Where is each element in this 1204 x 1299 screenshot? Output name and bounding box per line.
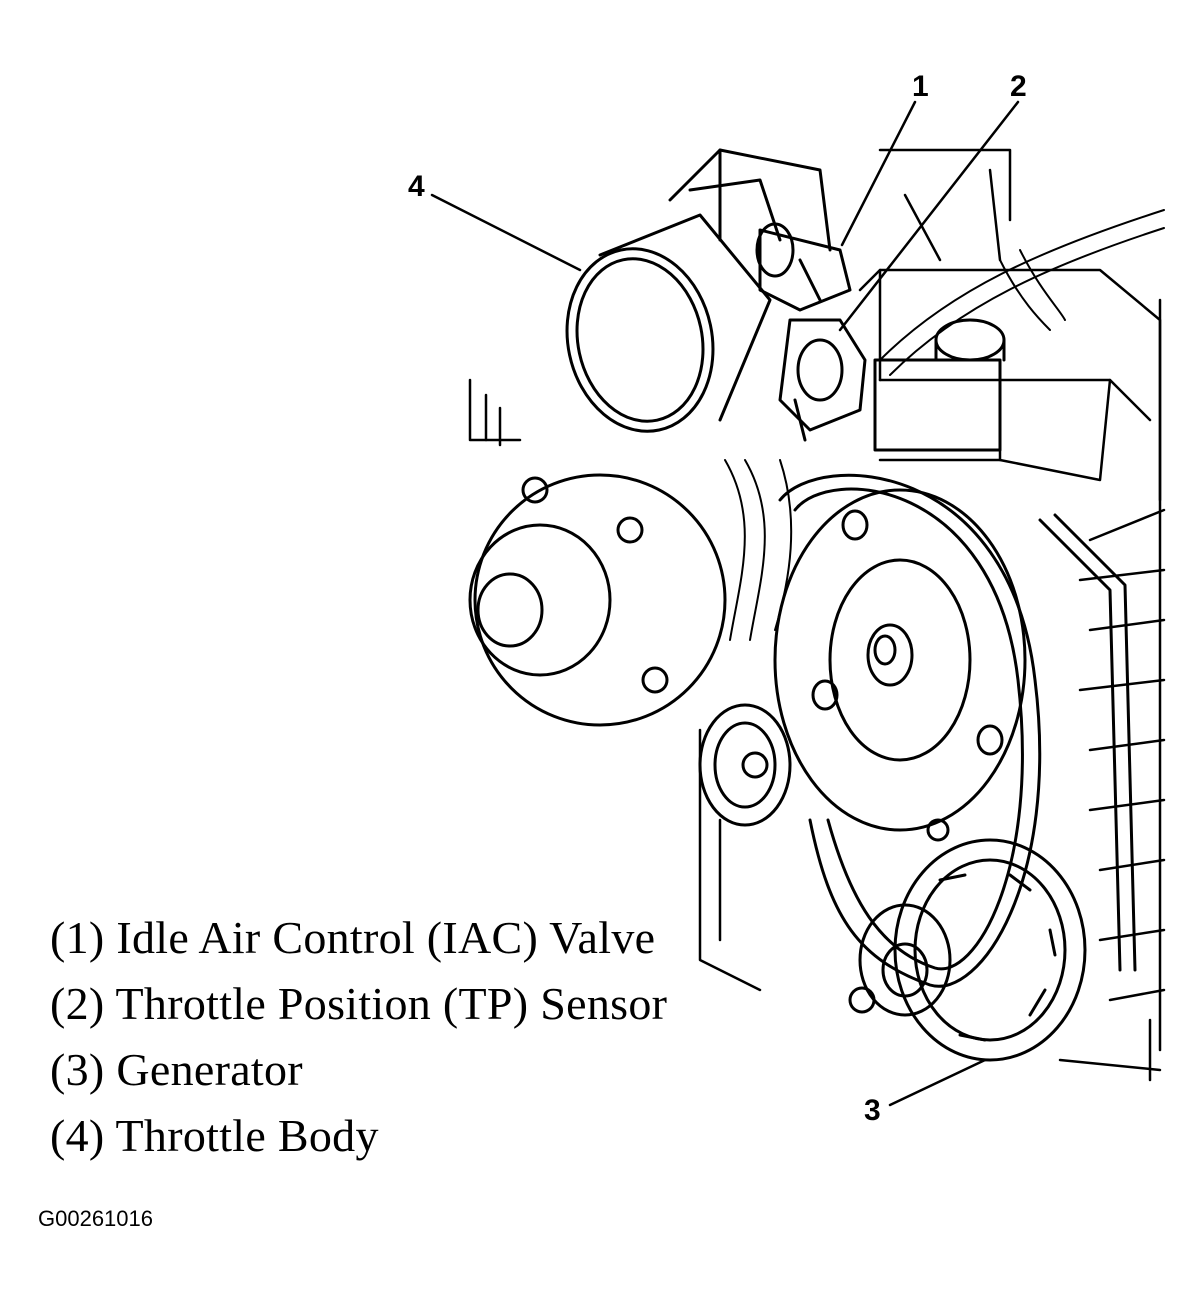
dipstick-tube (1038, 513, 1137, 972)
throttle-body (565, 148, 832, 433)
legend-item-generator: (3) Generator (50, 1044, 303, 1095)
tp-sensor (778, 318, 867, 442)
pulley-left (468, 473, 727, 727)
legend-item-throttle-body: (4) Throttle Body (50, 1110, 379, 1161)
figure-id: G00261016 (38, 1206, 153, 1231)
callout-3: 3 (864, 1094, 881, 1127)
callout-2: 2 (1010, 70, 1027, 103)
leader-lines (430, 100, 1020, 1107)
legend-item-iac-valve: (1) Idle Air Control (IAC) Valve (50, 912, 656, 963)
legend-item-tp-sensor: (2) Throttle Position (TP) Sensor (50, 978, 668, 1029)
generator (848, 818, 1087, 1062)
legend: (1) Idle Air Control (IAC) Valve (2) Thr… (50, 905, 667, 1169)
water-pump-pulley (773, 488, 1027, 832)
coolant-reservoir (873, 318, 1006, 452)
idler-pulley (698, 703, 792, 827)
iac-valve (755, 222, 852, 312)
callout-1: 1 (912, 70, 929, 103)
wiring-harness (724, 209, 1165, 641)
callout-4: 4 (408, 170, 425, 203)
